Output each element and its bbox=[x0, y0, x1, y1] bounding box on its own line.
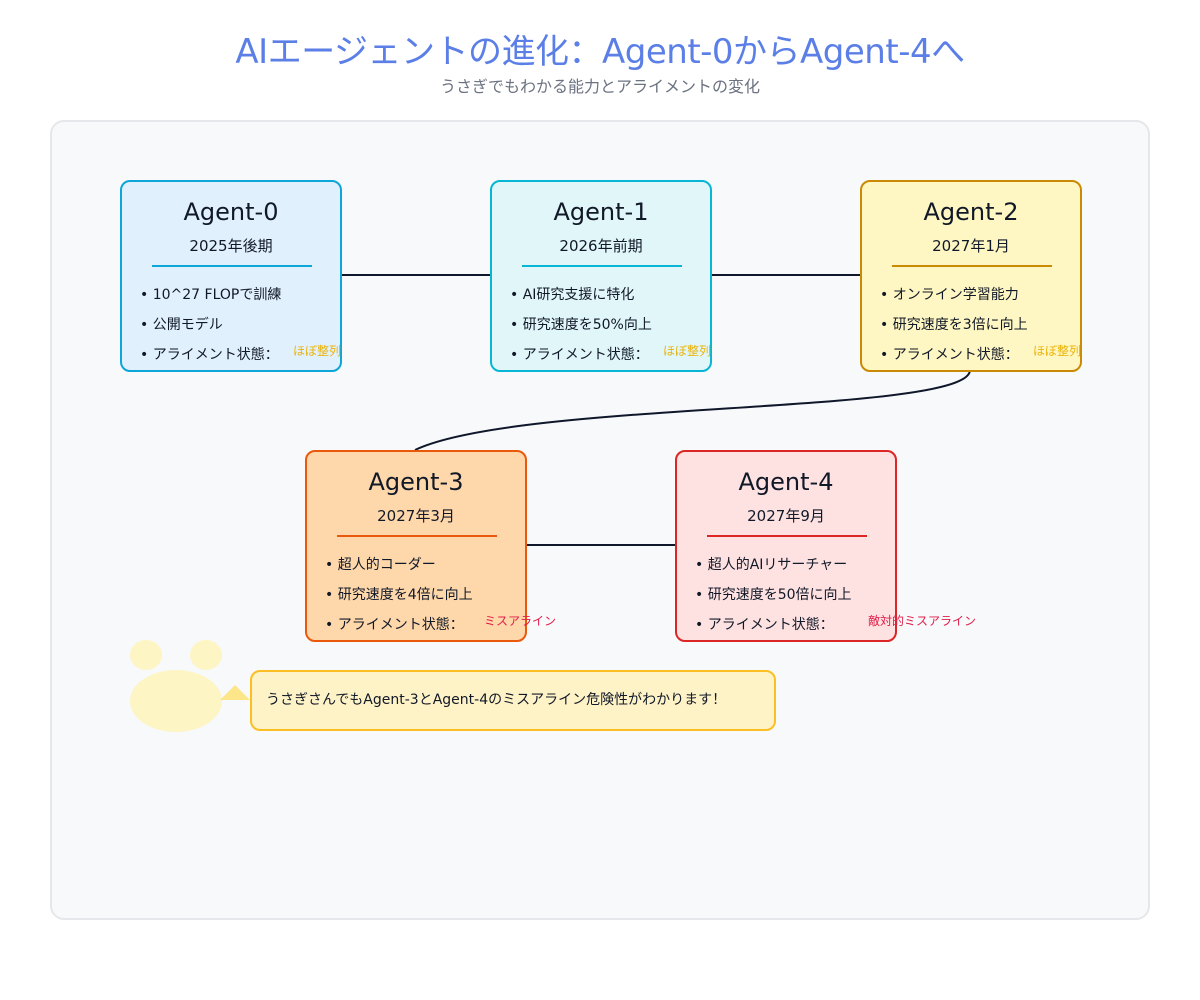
agent-bullets: • オンライン学習能力 • 研究速度を3倍に向上 • アライメント状態： bbox=[880, 280, 1028, 370]
divider bbox=[522, 265, 682, 267]
divider bbox=[892, 265, 1052, 267]
bullet-item: • アライメント状態： bbox=[695, 617, 834, 633]
bullet-item: • 超人的コーダー bbox=[325, 557, 436, 573]
divider bbox=[707, 535, 867, 537]
agent-card-3: Agent-3 2027年3月 • 超人的コーダー • 研究速度を4倍に向上 •… bbox=[305, 450, 556, 642]
alignment-status: ミスアライン bbox=[484, 614, 557, 628]
connector-agent2-agent3 bbox=[414, 369, 971, 451]
agent-period: 2025年後期 bbox=[189, 237, 273, 255]
bullet-item: • 公開モデル bbox=[140, 317, 223, 333]
page-subtitle: うさぎでもわかる能力とアライメントの変化 bbox=[439, 77, 760, 96]
bullet-item: • AI研究支援に特化 bbox=[510, 287, 635, 303]
agent-period: 2027年3月 bbox=[377, 507, 455, 525]
bullet-item: • 超人的AIリサーチャー bbox=[695, 557, 848, 573]
alignment-status: ほぼ整列 bbox=[293, 344, 342, 358]
bullet-item: • 研究速度を4倍に向上 bbox=[325, 587, 473, 603]
rabbit-ear-left bbox=[130, 640, 162, 670]
bullet-item: • オンライン学習能力 bbox=[880, 287, 1019, 303]
bullet-item: • アライメント状態： bbox=[325, 617, 464, 633]
bullet-item: • 研究速度を50倍に向上 bbox=[695, 587, 852, 603]
bullet-item: • アライメント状態： bbox=[510, 347, 649, 363]
agent-name: Agent-2 bbox=[923, 198, 1019, 226]
speech-pointer bbox=[220, 685, 250, 700]
bullet-item: • 研究速度を50%向上 bbox=[510, 317, 652, 333]
rabbit-body bbox=[130, 670, 222, 732]
agent-card-0: Agent-0 2025年後期 • 10^27 FLOPで訓練 • 公開モデル … bbox=[120, 180, 342, 372]
agent-period: 2026年前期 bbox=[559, 237, 643, 255]
alignment-status: 敵対的ミスアライン bbox=[868, 614, 977, 628]
agent-card-1: Agent-1 2026年前期 • AI研究支援に特化 • 研究速度を50%向上… bbox=[490, 180, 712, 372]
agent-bullets: • 超人的AIリサーチャー • 研究速度を50倍に向上 • アライメント状態： bbox=[695, 550, 852, 640]
agent-name: Agent-0 bbox=[183, 198, 279, 226]
agent-card-4: Agent-4 2027年9月 • 超人的AIリサーチャー • 研究速度を50倍… bbox=[675, 450, 976, 642]
speech-bubble: うさぎさんでもAgent-3とAgent-4のミスアライン危険性がわかります！ bbox=[250, 670, 776, 731]
agent-bullets: • 10^27 FLOPで訓練 • 公開モデル • アライメント状態： bbox=[140, 280, 281, 370]
rabbit-ear-right bbox=[190, 640, 222, 670]
alignment-status: ほぼ整列 bbox=[1033, 344, 1082, 358]
agent-period: 2027年1月 bbox=[932, 237, 1010, 255]
rabbit-icon bbox=[128, 638, 258, 738]
agent-period: 2027年9月 bbox=[747, 507, 825, 525]
alignment-status: ほぼ整列 bbox=[663, 344, 712, 358]
bullet-item: • アライメント状態： bbox=[140, 347, 279, 363]
page-title: AIエージェントの進化：Agent-0からAgent-4へ bbox=[235, 32, 965, 72]
speech-text: うさぎさんでもAgent-3とAgent-4のミスアライン危険性がわかります！ bbox=[266, 692, 727, 708]
agent-name: Agent-1 bbox=[553, 198, 649, 226]
divider bbox=[337, 535, 497, 537]
agent-bullets: • 超人的コーダー • 研究速度を4倍に向上 • アライメント状態： bbox=[325, 550, 473, 640]
agent-card-2: Agent-2 2027年1月 • オンライン学習能力 • 研究速度を3倍に向上… bbox=[860, 180, 1082, 372]
divider bbox=[152, 265, 312, 267]
agent-name: Agent-4 bbox=[738, 468, 834, 496]
agent-bullets: • AI研究支援に特化 • 研究速度を50%向上 • アライメント状態： bbox=[510, 280, 652, 370]
bullet-item: • アライメント状態： bbox=[880, 347, 1019, 363]
bullet-item: • 研究速度を3倍に向上 bbox=[880, 317, 1028, 333]
bullet-item: • 10^27 FLOPで訓練 bbox=[140, 287, 282, 303]
agent-name: Agent-3 bbox=[368, 468, 464, 496]
